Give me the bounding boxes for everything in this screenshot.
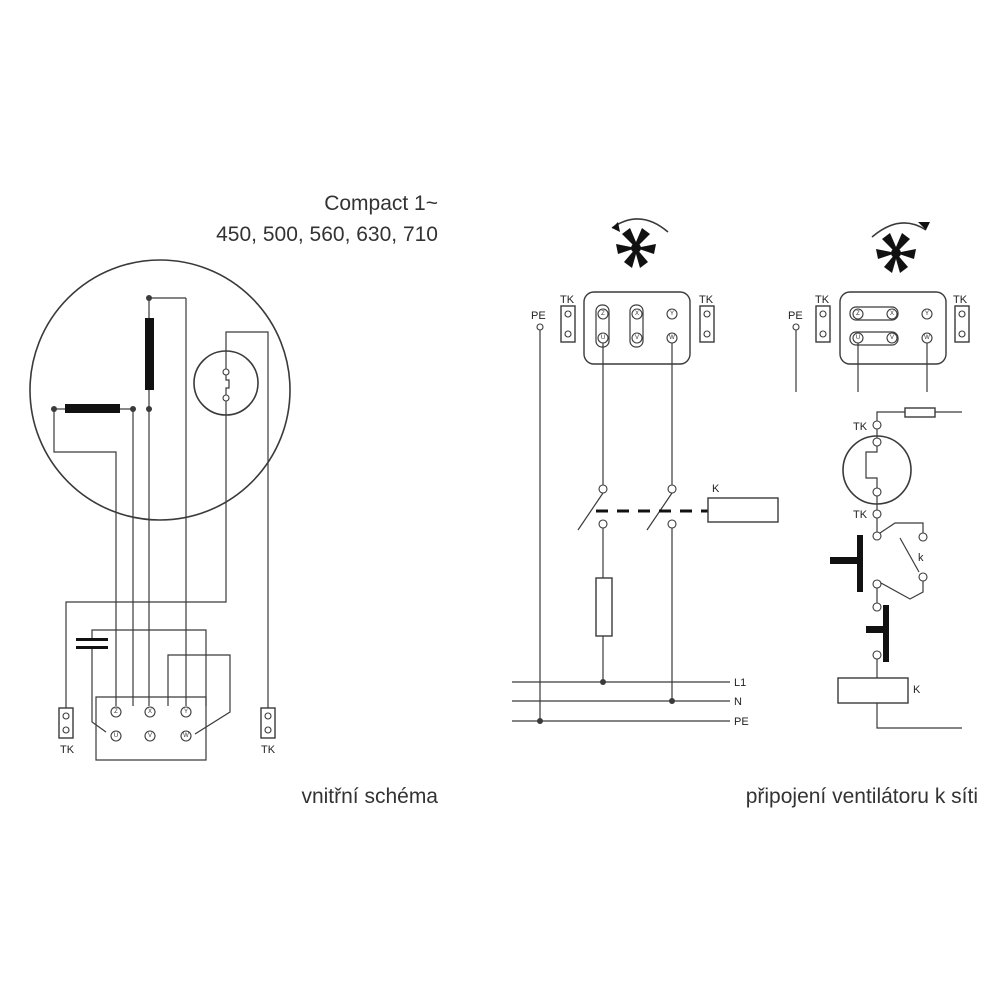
svg-text:N: N <box>734 696 742 708</box>
terminal-w <box>180 730 192 742</box>
terminal-v <box>144 730 156 742</box>
svg-text:TK: TK <box>699 294 714 306</box>
svg-text:W: W <box>669 335 675 341</box>
rotation-arrow-icon-right <box>871 222 927 238</box>
terminal-box <box>583 291 691 365</box>
svg-text:W: W <box>924 335 930 341</box>
fan-icon <box>616 228 656 268</box>
title-line-1: Compact 1~ <box>324 192 438 215</box>
svg-text:X: X <box>890 311 894 317</box>
fuse <box>595 577 613 637</box>
vertical-winding <box>145 318 154 390</box>
tk-terminal-mid-left <box>560 305 576 343</box>
svg-text:X: X <box>635 311 639 317</box>
tk-terminal-right-a <box>815 305 831 343</box>
svg-text:TK: TK <box>560 294 575 306</box>
tk-terminal-mid-right <box>699 305 715 343</box>
fuse-right <box>904 407 936 418</box>
rotation-arrow-icon <box>611 218 669 233</box>
terminal-u <box>110 730 122 742</box>
capacitor <box>76 638 108 641</box>
svg-text:PE: PE <box>531 310 546 322</box>
horizontal-winding <box>65 404 120 413</box>
fan-icon-right <box>876 233 916 273</box>
svg-text:V: V <box>635 335 639 341</box>
svg-text:V: V <box>890 335 894 341</box>
svg-text:TK: TK <box>853 509 868 521</box>
start-button <box>866 605 889 662</box>
svg-text:K: K <box>913 684 921 696</box>
svg-text:K: K <box>712 483 720 495</box>
svg-text:U: U <box>601 335 605 341</box>
svg-text:U: U <box>856 335 860 341</box>
svg-text:L1: L1 <box>734 677 746 689</box>
contactor-coil <box>707 497 779 523</box>
tk-terminal-right-b <box>954 305 970 343</box>
svg-text:Z: Z <box>601 311 605 317</box>
terminal-x <box>144 706 156 718</box>
caption-network-connection: připojení ventilátoru k síti <box>746 785 978 808</box>
control-scheme: Z X Y U V W TK TK PE TK TK k <box>788 222 970 729</box>
caption-internal-scheme: vnitřní schéma <box>301 785 438 808</box>
svg-text:PE: PE <box>734 716 749 728</box>
svg-text:U: U <box>114 733 118 739</box>
motor-circle <box>29 259 291 521</box>
svg-text:TK: TK <box>953 294 968 306</box>
svg-text:Y: Y <box>670 311 674 317</box>
stop-button <box>830 535 863 592</box>
internal-scheme: Z X Y U V W TK TK <box>29 259 291 761</box>
terminal-y <box>180 706 192 718</box>
svg-text:X: X <box>148 709 152 715</box>
svg-text:Z: Z <box>856 311 860 317</box>
svg-text:W: W <box>183 733 189 739</box>
svg-text:k: k <box>918 552 924 564</box>
terminal-block <box>95 696 207 761</box>
title-line-2: 450, 500, 560, 630, 710 <box>216 223 438 246</box>
svg-text:Y: Y <box>184 709 188 715</box>
terminal-box-right <box>839 291 947 365</box>
svg-text:TK: TK <box>60 744 75 756</box>
svg-text:PE: PE <box>788 310 803 322</box>
terminal-z <box>110 706 122 718</box>
svg-text:Y: Y <box>925 311 929 317</box>
network-connection: Z X Y U V W TK TK PE K <box>512 218 779 728</box>
svg-text:Z: Z <box>114 709 118 715</box>
contactor-coil-right <box>837 677 909 704</box>
svg-text:V: V <box>148 733 152 739</box>
svg-text:TK: TK <box>261 744 276 756</box>
svg-text:TK: TK <box>853 421 868 433</box>
svg-text:TK: TK <box>815 294 830 306</box>
